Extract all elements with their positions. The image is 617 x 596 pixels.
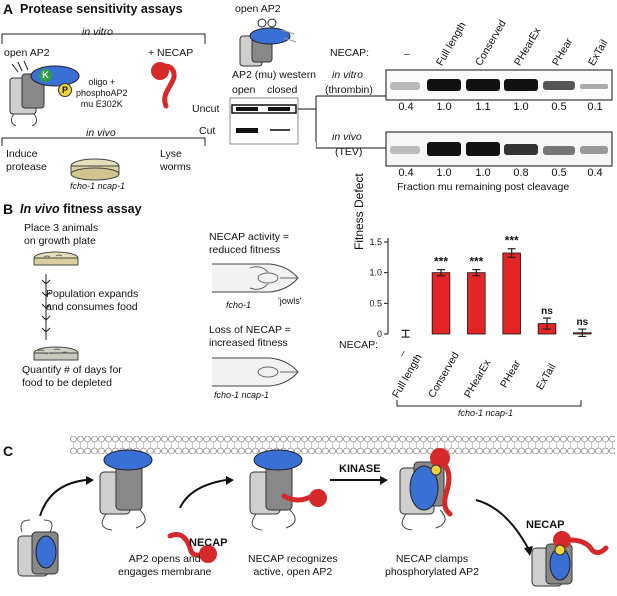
col-header-2: Conserved (473, 18, 509, 68)
in-vitro-blot-label: in vitro (332, 69, 363, 81)
bracket-label: fcho-1 ncap-1 (458, 408, 514, 418)
bar (467, 272, 486, 335)
necap-label-c1: NECAP (189, 537, 228, 549)
x-tick-2: Conserved (426, 350, 462, 400)
in-vitro-header: in vitro (82, 26, 113, 38)
y-tick-label: 0 (377, 329, 382, 339)
protease-blots (316, 69, 613, 167)
worm-head-normal (212, 357, 299, 387)
necap-label-c2: NECAP (526, 519, 565, 531)
panel-b-label: B (3, 201, 14, 217)
in-vivo-val-2: 1.0 (475, 167, 491, 179)
ap2-open (99, 449, 153, 531)
x-tick-3: PHearEx (462, 357, 494, 400)
k-badge: K (39, 69, 52, 82)
col-header-3: PHearEx (512, 25, 544, 68)
in-vivo-box (1, 137, 206, 181)
significance-label: ns (541, 306, 553, 317)
necap-label-b: NECAP: (339, 339, 379, 351)
kinase-label: KINASE (339, 463, 381, 475)
fitness-plates (33, 251, 79, 361)
in-vivo-val-4: 0.5 (551, 167, 567, 179)
loss-of-necap-text: Loss of NECAP =increased fitness (209, 324, 291, 349)
ap2-closed (17, 519, 59, 577)
oligo-text: oligo + phosphoAP2 mu E302K (76, 77, 128, 109)
strain-fcho1: fcho-1 (226, 300, 252, 310)
panel-c-label: C (3, 443, 14, 459)
bar (502, 252, 521, 335)
x-tick-5: ExTail (534, 361, 559, 392)
x-tick-0: – (395, 348, 410, 360)
western-title: AP2 (mu) western (232, 69, 317, 81)
open-ap2-illustration (239, 18, 297, 67)
significance-label: *** (469, 255, 483, 269)
significance-label: ns (576, 317, 588, 328)
y-tick-label: 1.0 (369, 268, 382, 278)
col-open: open (232, 84, 256, 96)
in-vivo-val-3: 0.8 (513, 167, 529, 179)
y-tick-label: 0.5 (369, 298, 382, 308)
y-tick-label: 1.5 (369, 237, 382, 247)
open-ap2-top: open AP2 (235, 3, 281, 15)
col-header-0: – (404, 48, 410, 60)
p-badge: P (58, 83, 72, 97)
in-vivo-val-1: 1.0 (436, 167, 452, 179)
in-vitro-val-1: 1.0 (436, 101, 452, 113)
necap-activity-text: NECAP activity =reduced fitness (209, 231, 290, 256)
open-ap2-label: open AP2 (4, 47, 50, 59)
x-tick-4: PHear (498, 358, 524, 390)
in-vivo-blot-label: in vivo (332, 131, 362, 143)
worm-head-jowls (212, 263, 299, 293)
in-vitro-val-4: 0.5 (551, 101, 567, 113)
panel-a-title: Protease sensitivity assays (20, 2, 183, 16)
significance-label: *** (505, 234, 519, 248)
strain-fcho1-ncap1: fcho-1 ncap-1 (214, 390, 270, 400)
ap2-released (531, 531, 609, 587)
col-header-1: Full length (434, 20, 469, 69)
in-vitro-val-2: 1.1 (475, 101, 491, 113)
ap2-clamped (399, 448, 453, 531)
in-vivo-val-5: 0.4 (587, 167, 603, 179)
x-tick-1: Full length (390, 352, 425, 400)
row-cut: Cut (199, 125, 216, 137)
panel-a-label: A (3, 1, 14, 17)
in-vivo-header: in vivo (86, 127, 116, 139)
row-uncut: Uncut (192, 103, 220, 115)
thrombin-label: (thrombin) (325, 84, 373, 96)
necap-label-a: NECAP: (330, 47, 370, 59)
col-header-5: ExTail (586, 37, 611, 68)
bar (431, 272, 451, 335)
strain-bracket (396, 400, 582, 407)
ap2-necap-bound (249, 449, 327, 531)
fraction-caption: Fraction mu remaining post cleavage (397, 181, 570, 193)
jowls-label: 'jowls' (278, 296, 302, 306)
panel-b-title: In vivo fitness assay (20, 202, 142, 216)
significance-label: *** (434, 255, 448, 269)
col-closed: closed (267, 84, 298, 96)
in-vitro-val-5: 0.1 (587, 101, 603, 113)
fitness-chart: 0 0.5 1.0 1.5 *** *** *** ns ns (369, 234, 592, 339)
in-vitro-box (1, 33, 206, 126)
col-header-4: PHear (550, 36, 576, 68)
in-vitro-val-0: 0.4 (398, 101, 414, 113)
western-blot (229, 96, 317, 145)
strain-label-a: fcho-1 ncap-1 (70, 181, 126, 191)
tev-label: (TEV) (335, 146, 363, 158)
plus-necap-label: + NECAP (148, 47, 194, 59)
panel-c-diagram (17, 436, 615, 587)
in-vitro-val-3: 1.0 (513, 101, 529, 113)
in-vivo-val-0: 0.4 (398, 167, 414, 179)
